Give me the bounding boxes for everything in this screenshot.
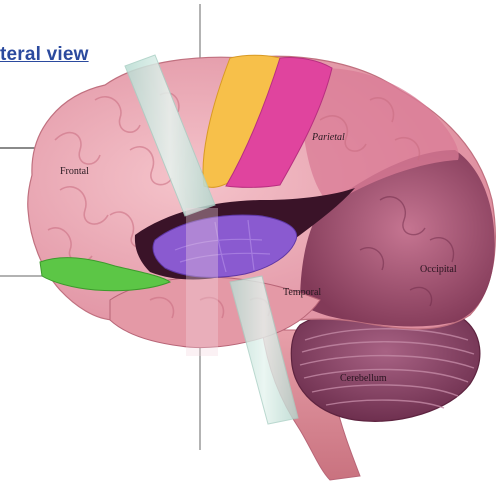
- label-occipital: Occipital: [420, 264, 457, 275]
- label-frontal: Frontal: [60, 166, 89, 177]
- label-temporal: Temporal: [283, 287, 321, 298]
- label-cerebellum: Cerebellum: [340, 373, 387, 384]
- slice-plane-vertical: [186, 208, 218, 356]
- label-parietal: Parietal: [312, 132, 345, 143]
- figure-title: teral view: [0, 44, 89, 66]
